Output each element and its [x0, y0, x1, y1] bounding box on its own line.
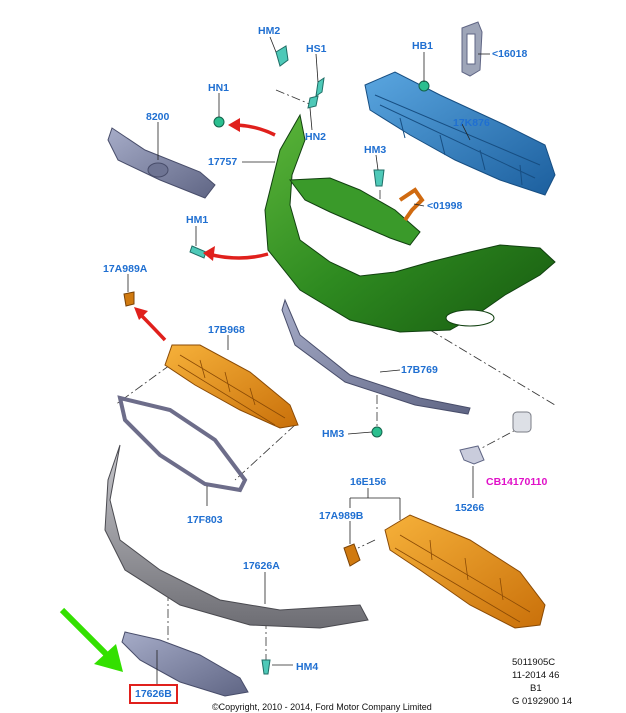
label-hn2: HN2 — [305, 131, 327, 143]
bumper-cover-17757 — [264, 113, 556, 333]
label-17b769: 17B769 — [401, 364, 438, 376]
label-17b968: 17B968 — [208, 324, 245, 336]
panel-17626b — [121, 631, 249, 697]
absorber-17b968 — [164, 344, 299, 429]
label-17a989a: 17A989A — [103, 263, 148, 275]
label-hb1: HB1 — [412, 40, 434, 52]
fastener-hm3-top — [373, 169, 385, 187]
green-callout-arrow — [59, 607, 123, 672]
trim-ring-17f803 — [117, 395, 248, 493]
fastener-hm2 — [275, 45, 289, 67]
meta-line-1: 5011905C — [512, 657, 556, 668]
copyright-notice: ©Copyright, 2010 - 2014, Ford Motor Comp… — [212, 702, 432, 712]
clip-17a989b — [343, 543, 361, 567]
fastener-hb1 — [418, 80, 430, 92]
deflector-17626a — [104, 444, 369, 629]
label-01998: <01998 — [427, 200, 463, 212]
clip-17a989a — [123, 291, 135, 307]
meta-line-4: G 0192900 14 — [512, 696, 573, 707]
label-17a989b: 17A989B — [319, 510, 364, 522]
label-16e156: 16E156 — [350, 476, 387, 488]
fastener-hm4 — [261, 659, 271, 675]
label-17f803: 17F803 — [187, 514, 223, 526]
fastener-hm3-mid — [371, 426, 383, 438]
label-hm3-mid: HM3 — [322, 428, 345, 440]
label-17757: 17757 — [208, 156, 238, 168]
label-17626b: 17626B — [129, 684, 178, 704]
lamp-cb14170110 — [512, 411, 532, 433]
label-8200: 8200 — [146, 111, 170, 123]
label-hs1: HS1 — [306, 43, 327, 55]
absorber-16e156 — [384, 514, 546, 629]
red-arrowheads — [134, 118, 240, 320]
grille-8200 — [107, 127, 216, 199]
fog-bezel-15266 — [459, 445, 485, 465]
label-15266: 15266 — [455, 502, 485, 514]
lower-lip-17b769 — [281, 298, 471, 415]
fastener-hn2 — [307, 95, 319, 109]
label-cb14170110: CB14170110 — [486, 476, 548, 488]
reinforcement-17k876 — [364, 71, 556, 196]
bracket-01998 — [398, 187, 425, 222]
fastener-hn1 — [213, 116, 225, 128]
label-17k876: 17K876 — [453, 117, 490, 129]
label-hm4: HM4 — [296, 661, 319, 673]
fastener-hm1 — [189, 245, 207, 259]
label-hm1: HM1 — [186, 214, 209, 226]
label-hm3-top: HM3 — [364, 144, 387, 156]
label-16018: <16018 — [492, 48, 528, 60]
label-17626a: 17626A — [243, 560, 280, 572]
bracket-16018 — [461, 21, 483, 77]
fastener-hs1 — [315, 76, 325, 98]
label-hm2: HM2 — [258, 25, 281, 37]
meta-line-2: 11-2014 46 — [512, 670, 560, 681]
meta-line-3: B1 — [530, 683, 542, 694]
label-hn1: HN1 — [208, 82, 230, 94]
leader-lines — [127, 36, 490, 685]
